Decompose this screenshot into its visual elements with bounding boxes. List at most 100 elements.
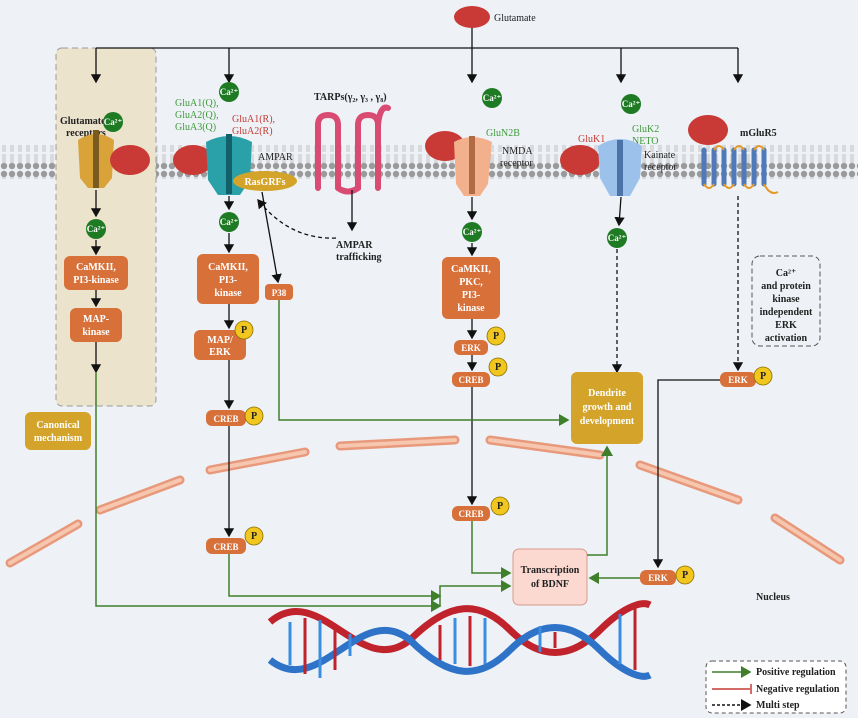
- nmda-erk: [454, 340, 488, 355]
- kainate-glutamate: [560, 145, 600, 175]
- svg-text:Ca²⁺: Ca²⁺: [87, 224, 106, 234]
- svg-text:GluA3(Q): GluA3(Q): [175, 122, 216, 133]
- svg-text:CaMKII,: CaMKII,: [208, 262, 248, 273]
- svg-text:P: P: [760, 371, 766, 382]
- left-calcium-bottom: [86, 219, 106, 239]
- nmda-calcium-bottom: [462, 222, 482, 242]
- svg-text:GluK1: GluK1: [578, 134, 605, 145]
- svg-text:trafficking: trafficking: [336, 252, 382, 263]
- left-receptor-label-2: receptors: [66, 128, 106, 139]
- svg-text:of BDNF: of BDNF: [531, 579, 569, 590]
- canonical-mechanism-box: [25, 412, 91, 450]
- svg-text:ERK: ERK: [728, 375, 748, 385]
- mglur-erk-2: [640, 570, 676, 585]
- legend-negative: Negative regulation: [756, 684, 840, 695]
- svg-text:mGluR5: mGluR5: [740, 128, 777, 139]
- svg-text:kinase: kinase: [214, 288, 242, 299]
- ampar-creb-1: [206, 410, 246, 426]
- rasgrfs: [233, 171, 297, 191]
- ampar-glutamate: [173, 145, 213, 175]
- svg-text:GluN2B: GluN2B: [486, 128, 520, 139]
- left-camkii-box: [64, 256, 128, 290]
- svg-text:P: P: [251, 531, 257, 542]
- svg-text:Ca²⁺: Ca²⁺: [104, 117, 123, 127]
- svg-text:ERK: ERK: [209, 347, 231, 358]
- svg-text:and protein: and protein: [761, 281, 811, 292]
- ampar-calcium-bottom: [219, 212, 239, 232]
- svg-text:PKC,: PKC,: [459, 277, 483, 288]
- svg-text:CaMKII,: CaMKII,: [76, 262, 116, 273]
- mglur-erk-1: [720, 372, 756, 387]
- svg-text:PI3-kinase: PI3-kinase: [73, 275, 119, 286]
- svg-text:GluA2(Q),: GluA2(Q),: [175, 110, 219, 121]
- kainate-calcium-top: [621, 94, 641, 114]
- svg-text:receptor: receptor: [644, 162, 677, 173]
- tarps-protein: [315, 104, 391, 195]
- nuclear-envelope: [5, 435, 845, 568]
- svg-text:activation: activation: [765, 333, 808, 344]
- ampar-calcium-top: [219, 82, 239, 102]
- svg-text:P: P: [495, 362, 501, 373]
- svg-text:Ca²⁺: Ca²⁺: [220, 217, 239, 227]
- left-receptor-label-1: Glutamate: [60, 116, 106, 127]
- svg-text:NETO: NETO: [632, 136, 658, 147]
- glutamate-label: Glutamate: [494, 13, 536, 24]
- svg-text:CREB: CREB: [213, 542, 238, 552]
- mglur-glutamate: [688, 115, 728, 145]
- kainate-calcium-bottom: [607, 228, 627, 248]
- left-calcium-top: [103, 112, 123, 132]
- svg-text:AMPAR: AMPAR: [336, 240, 373, 251]
- legend-positive: Positive regulation: [756, 667, 836, 678]
- tarps-label: TARPs(γ₂, γ₃ , γ₈): [314, 92, 387, 103]
- svg-text:Ca²⁺: Ca²⁺: [463, 227, 482, 237]
- svg-text:P: P: [682, 570, 688, 581]
- svg-text:Ca²⁺: Ca²⁺: [622, 99, 641, 109]
- mglur5-receptor: [701, 147, 767, 187]
- ampar-camkii-box: [197, 254, 259, 304]
- svg-text:ERK: ERK: [648, 573, 668, 583]
- svg-text:Kainate: Kainate: [644, 150, 676, 161]
- ampar-map-erk-box: [194, 330, 246, 360]
- svg-text:P: P: [241, 325, 247, 336]
- svg-text:GluK2: GluK2: [632, 124, 659, 135]
- nmda-camkii-box: [442, 257, 500, 319]
- svg-text:GluA2(R): GluA2(R): [232, 126, 273, 137]
- svg-text:PI3-: PI3-: [219, 275, 237, 286]
- svg-text:kinase: kinase: [772, 294, 800, 305]
- svg-text:mechanism: mechanism: [34, 433, 83, 444]
- svg-text:PI3-: PI3-: [462, 290, 480, 301]
- bdnf-transcription-box: [512, 548, 588, 606]
- svg-text:Ca²⁺: Ca²⁺: [220, 87, 239, 97]
- canonical-panel: [55, 47, 157, 407]
- ampar-creb-2: [206, 538, 246, 554]
- svg-text:Dendrite: Dendrite: [588, 388, 626, 399]
- glutamate-molecule: [454, 6, 490, 28]
- dna-helix: [267, 600, 652, 680]
- svg-text:Canonical: Canonical: [36, 420, 80, 431]
- svg-text:ERK: ERK: [461, 343, 481, 353]
- nucleus-label: Nucleus: [756, 592, 790, 603]
- svg-text:CREB: CREB: [458, 375, 483, 385]
- svg-text:development: development: [580, 416, 635, 427]
- svg-text:kinase: kinase: [457, 303, 485, 314]
- svg-text:P: P: [497, 501, 503, 512]
- svg-text:CaMKII,: CaMKII,: [451, 264, 491, 275]
- svg-text:AMPAR: AMPAR: [258, 152, 293, 163]
- svg-text:Ca²⁺: Ca²⁺: [608, 233, 627, 243]
- svg-text:GluA1(R),: GluA1(R),: [232, 114, 275, 125]
- nmda-creb-2: [452, 506, 490, 521]
- svg-text:CREB: CREB: [458, 509, 483, 519]
- ampar-map-phospho: [234, 320, 254, 340]
- svg-text:Ca²⁺: Ca²⁺: [483, 93, 502, 103]
- svg-text:Ca²⁺: Ca²⁺: [776, 268, 797, 279]
- svg-text:Transcription: Transcription: [521, 565, 580, 576]
- svg-text:P38: P38: [272, 288, 287, 298]
- svg-text:NMDA: NMDA: [502, 146, 533, 157]
- svg-text:independent: independent: [760, 307, 813, 318]
- left-glutamate: [110, 145, 150, 175]
- dendrite-growth-box: [571, 372, 643, 444]
- p38-box: [265, 284, 293, 300]
- legend-multi: Multi step: [756, 700, 800, 711]
